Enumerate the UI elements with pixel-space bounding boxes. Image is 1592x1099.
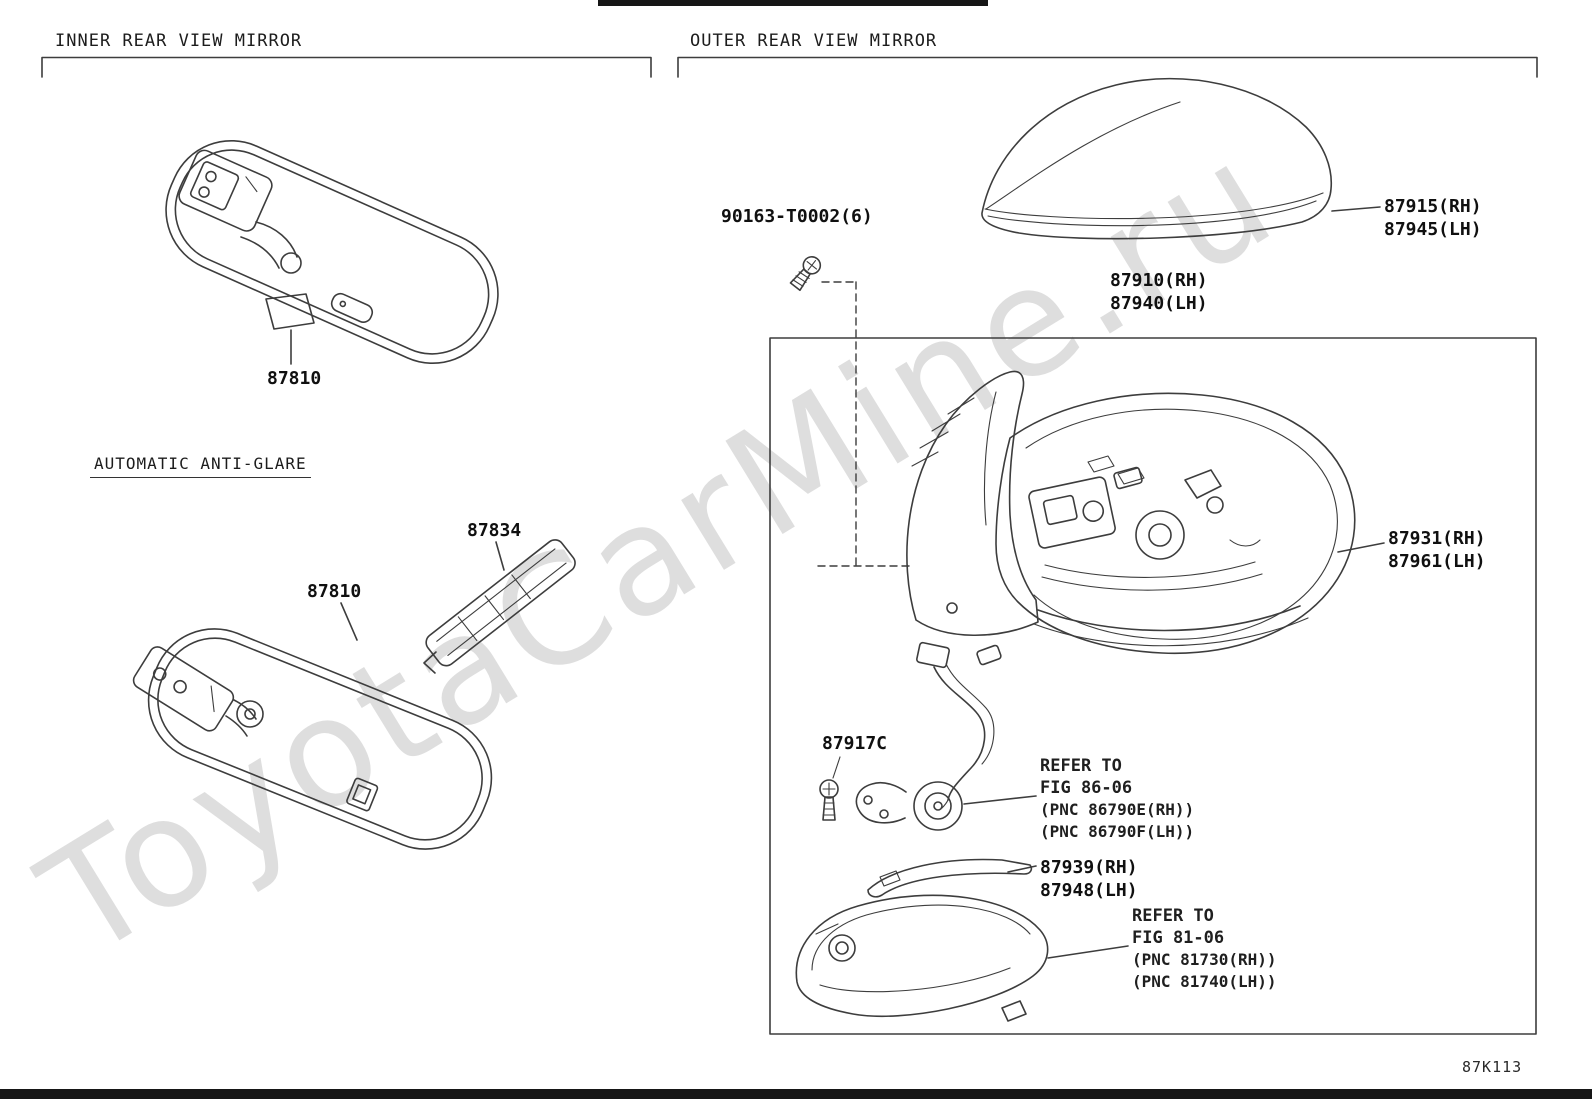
part-label-87810-bottom: 87810 bbox=[307, 581, 362, 602]
diagram-code: 87K113 bbox=[1462, 1058, 1523, 1076]
part-label-87931: 87931(RH) bbox=[1388, 528, 1486, 549]
refer-81-line1: REFER TO bbox=[1132, 906, 1214, 926]
refer-86-line1: REFER TO bbox=[1040, 756, 1122, 776]
mirror-cover-drawing bbox=[981, 77, 1381, 240]
part-label-87834: 87834 bbox=[467, 520, 522, 541]
leader-87931 bbox=[1337, 542, 1385, 553]
leader-87939 bbox=[1007, 865, 1037, 873]
inner-mirror-mount bbox=[178, 149, 273, 232]
part-label-87810-top: 87810 bbox=[267, 368, 322, 389]
part-label-87917c: 87917C bbox=[822, 733, 888, 754]
assembly-box bbox=[769, 337, 1537, 1035]
refer-fig-86-06-block: REFER TO FIG 86-06 (PNC 86790E(RH)) (PNC… bbox=[1040, 755, 1194, 843]
screw-87917c-icon bbox=[819, 756, 841, 821]
leader-refer-86 bbox=[963, 795, 1037, 805]
refer-86-line3: (PNC 86790E(RH)) bbox=[1040, 800, 1195, 819]
inner-rearview-mirror-drawing bbox=[165, 139, 499, 365]
outer-section-bracket bbox=[677, 56, 1538, 78]
inner-section-bracket bbox=[41, 56, 652, 78]
leader-87915 bbox=[1331, 206, 1381, 212]
leader-87917c bbox=[832, 756, 841, 779]
garnish-strip-drawing bbox=[867, 858, 1037, 898]
refer-86-line2: FIG 86-06 bbox=[1040, 778, 1133, 798]
leader-87810-bottom bbox=[340, 602, 358, 641]
part-label-87915: 87915(RH) bbox=[1384, 196, 1482, 217]
refer-81-line3: (PNC 81730(RH)) bbox=[1132, 950, 1277, 969]
bottom-black-bar bbox=[0, 1089, 1592, 1099]
anti-glare-latch bbox=[346, 777, 379, 812]
outer-mirror-assembly-drawing bbox=[906, 370, 1385, 655]
part-label-87961: 87961(LH) bbox=[1388, 551, 1486, 572]
leader-87834 bbox=[495, 541, 505, 571]
refer-fig-81-06-block: REFER TO FIG 81-06 (PNC 81730(RH)) (PNC … bbox=[1132, 905, 1277, 993]
part-label-87945: 87945(LH) bbox=[1384, 219, 1482, 240]
anti-glare-mount-plate bbox=[132, 646, 235, 732]
screw-90163-icon bbox=[789, 256, 911, 567]
mirror-tab bbox=[265, 293, 315, 330]
part-label-87939: 87939(RH) bbox=[1040, 857, 1138, 878]
anti-glare-subtitle: AUTOMATIC ANTI-GLARE bbox=[90, 454, 311, 478]
inner-section-title: INNER REAR VIEW MIRROR bbox=[55, 31, 303, 51]
part-label-87940: 87940(LH) bbox=[1110, 293, 1208, 314]
wire-harness-drawing bbox=[916, 641, 1002, 809]
top-black-bar bbox=[598, 0, 988, 6]
anti-glare-mirror-drawing bbox=[132, 602, 493, 850]
part-label-87948: 87948(LH) bbox=[1040, 880, 1138, 901]
leader-refer-81 bbox=[1047, 945, 1129, 959]
turn-signal-lamp-drawing bbox=[795, 894, 1129, 1022]
refer-86-line4: (PNC 86790F(LH)) bbox=[1040, 822, 1195, 841]
bracket-87834-drawing bbox=[423, 539, 576, 674]
part-label-87910: 87910(RH) bbox=[1110, 270, 1208, 291]
part-label-90163: 90163-T0002(6) bbox=[721, 206, 873, 227]
dashed-leader-90163 bbox=[817, 281, 911, 567]
speaker-part-drawing bbox=[855, 781, 1037, 831]
refer-81-line2: FIG 81-06 bbox=[1132, 928, 1225, 948]
refer-81-line4: (PNC 81740(LH)) bbox=[1132, 972, 1277, 991]
outer-section-title: OUTER REAR VIEW MIRROR bbox=[690, 31, 938, 51]
